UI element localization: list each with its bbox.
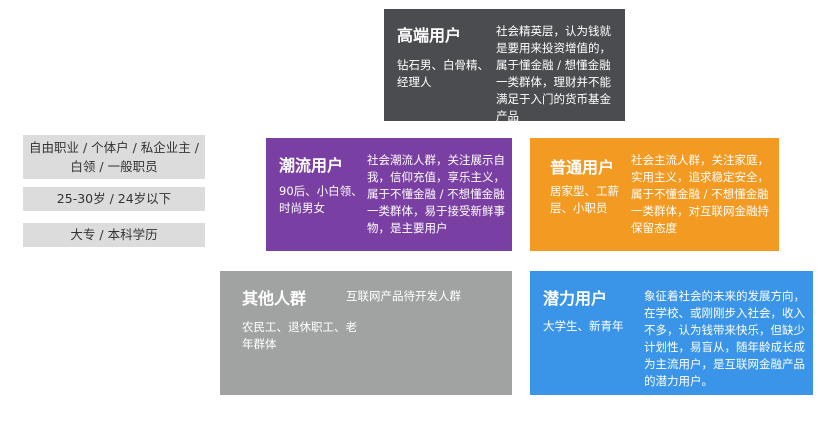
tag-age: 25-30岁 / 24岁以下 [23,187,205,211]
segment-subtitle: 钻石男、白骨精、经理人 [397,58,489,89]
tag-education: 大专 / 本科学历 [23,223,205,247]
segment-title: 潜力用户 [543,289,608,308]
segment-description: 象征着社会的未来的发展方向，在学校、或刚刚步入社会，收入不多，认为钱带来快乐，但… [644,289,805,388]
segment-card-trendy: 潮流用户 90后、小白领、时尚男女 社会潮流人群，关注展示自我，信仰充值，享乐主… [266,138,512,251]
segment-title: 普通用户 [550,158,615,177]
segment-description: 社会主流人群，关注家庭，实用主义，追求稳定安全，属于不懂金融 / 不想懂金融一类… [631,153,769,235]
segment-description: 社会潮流人群，关注展示自我，信仰充值，享乐主义，属于不懂金融 / 不想懂金融一类… [367,153,505,235]
segment-subtitle: 居家型、工薪层、小职员 [550,184,619,215]
segment-card-high-end: 高端用户 钻石男、白骨精、经理人 社会精英层，认为钱就是要用来投资增值的，属于懂… [384,9,625,123]
segment-card-ordinary: 普通用户 居家型、工薪层、小职员 社会主流人群，关注家庭，实用主义，追求稳定安全… [530,138,779,251]
segment-subtitle: 大学生、新青年 [543,319,624,333]
segment-title: 其他人群 [242,289,307,308]
segment-description: 社会精英层，认为钱就是要用来投资增值的，属于懂金融 / 想懂金融一类群体，理财并… [496,24,611,123]
segment-subtitle: 农民工、退休职工、老年群体 [242,320,357,351]
segment-title: 高端用户 [397,26,462,45]
tag-occupation: 自由职业 / 个体户 / 私企业主 / 白领 / 一般职员 [23,135,205,179]
segment-subtitle: 90后、小白领、时尚男女 [279,184,363,215]
segment-description: 互联网产品待开发人群 [346,289,461,303]
segment-title: 潮流用户 [279,156,344,175]
segment-card-potential: 潜力用户 大学生、新青年 象征着社会的未来的发展方向，在学校、或刚刚步入社会，收… [530,271,813,395]
segment-card-others: 其他人群 农民工、退休职工、老年群体 互联网产品待开发人群 [220,271,512,395]
